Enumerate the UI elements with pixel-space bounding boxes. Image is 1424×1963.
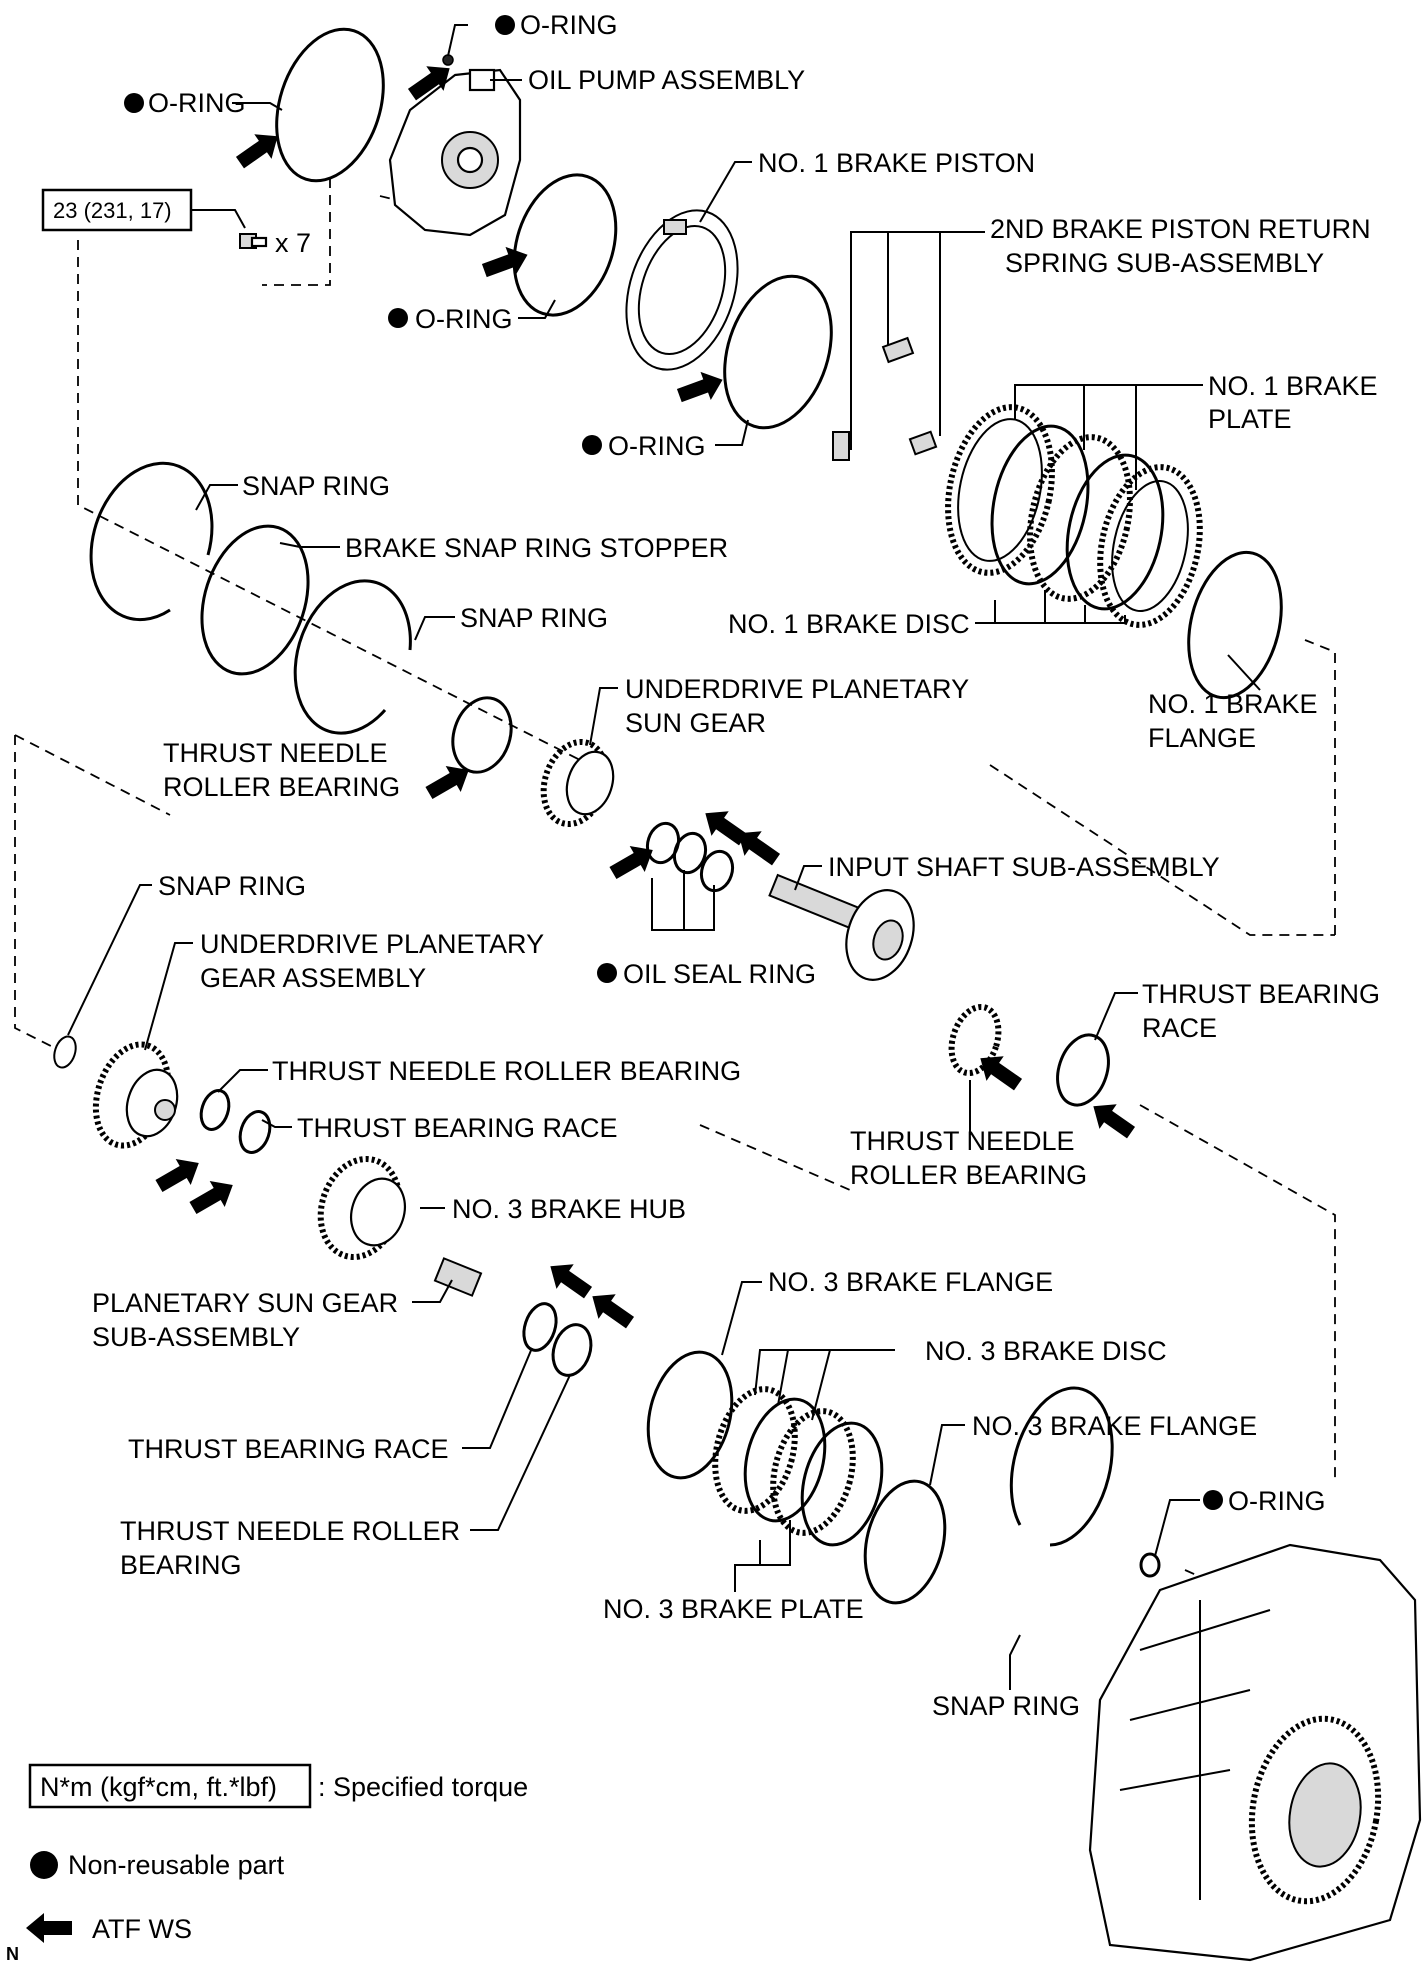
no3-brake-hub [317,1156,406,1260]
label-underdrive-sun-gear-l1: UNDERDRIVE PLANETARY [625,674,969,704]
label-thrust-race-b: THRUST BEARING RACE [297,1113,618,1143]
underdrive-planetary-gear-assembly [92,1041,179,1149]
non-reusable-dot-3 [388,308,408,328]
label-o-ring-mid: O-RING [415,304,513,334]
label-underdrive-sun-gear-l2: SUN GEAR [625,708,766,738]
label-thrust-race-c: THRUST BEARING RACE [128,1434,449,1464]
thrust-needle-roller-bearing-c [948,1003,1002,1077]
non-reusable-dot-4 [582,435,602,455]
non-reusable-markers [124,15,1223,1510]
label-o-ring-case: O-RING [1228,1486,1326,1516]
label-no1-brake-plate-l2: PLATE [1208,404,1292,434]
label-o-ring-lower: O-RING [608,431,706,461]
label-thrust-needle-a-l2: ROLLER BEARING [163,772,400,802]
legend-non-reusable-text: Non-reusable part [68,1850,285,1880]
o-ring-medium [512,173,618,317]
o-ring-lower [723,274,833,430]
non-reusable-dot-icon [30,1851,58,1879]
part-labels: O-RING O-RING OIL PUMP ASSEMBLY NO. 1 BR… [92,10,1380,1721]
label-thrust-needle-c-l2: ROLLER BEARING [850,1160,1087,1190]
no1-brake-flange [1187,550,1283,700]
non-reusable-dot-2 [124,93,144,113]
label-no1-brake-piston: NO. 1 BRAKE PISTON [758,148,1035,178]
label-no3-brake-plate: NO. 3 BRAKE PLATE [603,1594,864,1624]
label-thrust-needle-a-l1: THRUST NEEDLE [163,738,388,768]
bolt-quantity: x 7 [275,228,311,258]
thrust-needle-roller-bearing-b [199,1089,231,1131]
label-thrust-race-right-l2: RACE [1142,1013,1217,1043]
snap-ring-2 [293,579,412,735]
o-ring-large-top [275,27,385,183]
non-reusable-dot-6 [1203,1490,1223,1510]
return-spring-pieces [832,336,938,461]
legend-torque: N*m (kgf*cm, ft.*lbf) : Specified torque [28,1763,528,1809]
label-return-spring-l1: 2ND BRAKE PISTON RETURN [990,214,1371,244]
snap-ring-4 [1009,1386,1114,1547]
thrust-bearing-race-right [1056,1033,1110,1107]
label-planetary-sun-gear-l2: SUB-ASSEMBLY [92,1322,300,1352]
torque-value: 23 (231, 17) [53,198,172,223]
transmission-case [1088,1543,1422,1962]
corner-mark: N [6,1944,19,1963]
label-thrust-race-right-l1: THRUST BEARING [1142,979,1380,1009]
label-planetary-sun-gear-l1: PLANETARY SUN GEAR [92,1288,398,1318]
oil-pump-assembly [388,54,522,237]
legend-non-reusable: Non-reusable part [30,1850,285,1880]
atf-arrow-icon [26,1913,72,1943]
label-snap-ring-2: SNAP RING [460,603,608,633]
label-underdrive-gear-asm-l1: UNDERDRIVE PLANETARY [200,929,544,959]
legend-atf-text: ATF WS [92,1914,192,1944]
label-thrust-needle-d-l1: THRUST NEEDLE ROLLER [120,1516,460,1546]
underdrive-planetary-sun-gear [540,738,615,828]
leader-lines [67,24,1261,1690]
label-o-ring-top: O-RING [520,10,618,40]
label-no1-brake-plate-l1: NO. 1 BRAKE [1208,371,1378,401]
no3-brake-flange-1 [646,1350,734,1480]
label-no1-brake-flange-l2: FLANGE [1148,723,1256,753]
label-snap-ring-4: SNAP RING [932,1691,1080,1721]
label-input-shaft: INPUT SHAFT SUB-ASSEMBLY [828,852,1220,882]
label-no3-brake-disc: NO. 3 BRAKE DISC [925,1336,1167,1366]
label-no1-brake-disc: NO. 1 BRAKE DISC [728,609,970,639]
label-thrust-needle-d-l2: BEARING [120,1550,242,1580]
label-no3-brake-flange-2: NO. 3 BRAKE FLANGE [972,1411,1257,1441]
snap-ring-3 [53,1035,77,1069]
non-reusable-dot-1 [495,15,515,35]
label-return-spring-l2: SPRING SUB-ASSEMBLY [1005,248,1324,278]
label-brake-snap-ring-stopper: BRAKE SNAP RING STOPPER [345,533,728,563]
thrust-bearing-race-b [238,1110,272,1154]
label-no3-brake-hub: NO. 3 BRAKE HUB [452,1194,686,1224]
label-thrust-needle-c-l1: THRUST NEEDLE [850,1126,1075,1156]
no3-brake-disc-plate-stack [712,1386,884,1547]
legend-torque-text: : Specified torque [318,1772,528,1802]
brake-snap-ring-stopper [200,524,310,676]
legend-torque-box: N*m (kgf*cm, ft.*lbf) [40,1772,277,1802]
thrust-bearing-race-c [522,1302,558,1352]
atf-arrows [155,66,1136,1329]
label-oil-seal-ring: OIL SEAL RING [623,959,816,989]
no3-brake-flange-2 [863,1479,947,1605]
label-no1-brake-flange-l1: NO. 1 BRAKE [1148,689,1318,719]
label-thrust-needle-b: THRUST NEEDLE ROLLER BEARING [272,1056,741,1086]
planetary-sun-gear [433,1257,483,1297]
thrust-needle-roller-bearing-a [451,696,513,774]
label-o-ring-left: O-RING [148,88,246,118]
assembly-guide-lines [14,178,1336,1591]
no1-brake-piston [625,209,739,371]
torque-spec-box: 23 (231, 17) [41,188,193,232]
no1-brake-disc-plate-stack [945,404,1203,628]
legend: N*m (kgf*cm, ft.*lbf) : Specified torque… [26,1763,528,1944]
label-oil-pump-assembly: OIL PUMP ASSEMBLY [528,65,805,95]
o-ring-case [1139,1552,1161,1578]
label-snap-ring-1: SNAP RING [242,471,390,501]
label-snap-ring-3: SNAP RING [158,871,306,901]
bolt-icon [239,233,268,249]
label-underdrive-gear-asm-l2: GEAR ASSEMBLY [200,963,426,993]
label-no3-brake-flange-1: NO. 3 BRAKE FLANGE [768,1267,1053,1297]
thrust-needle-roller-bearing-d [551,1323,593,1377]
legend-atf: ATF WS [26,1913,192,1944]
non-reusable-dot-5 [597,963,617,983]
